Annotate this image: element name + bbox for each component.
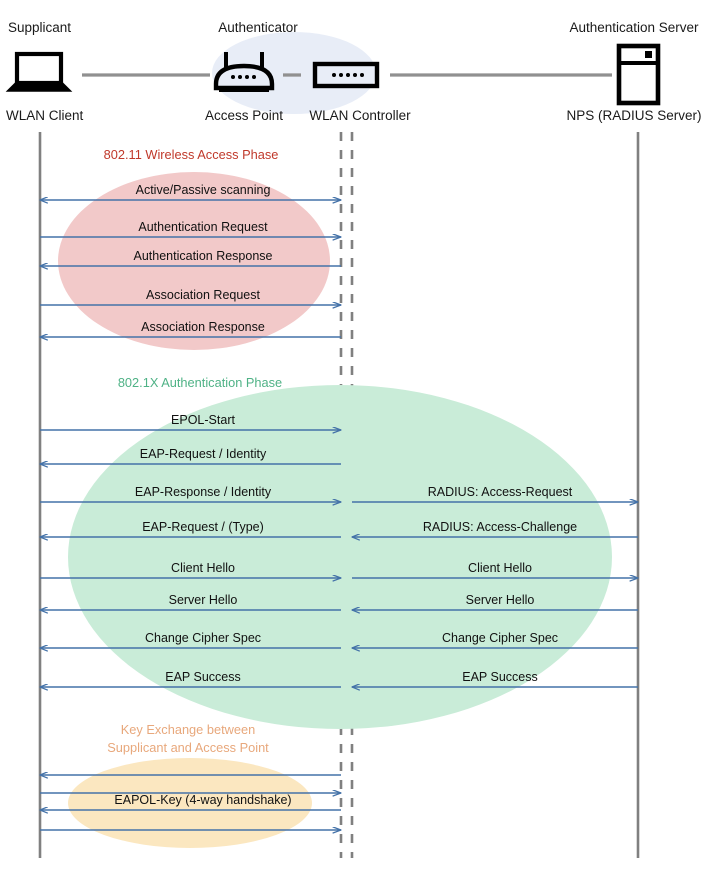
label-change-cipher-spec-right: Change Cipher Spec: [441, 631, 559, 645]
message-arrows-right: [352, 502, 638, 687]
label-authentication-response: Authentication Response: [133, 249, 273, 263]
phase-key-exchange-ellipse: [68, 758, 312, 848]
label-active-passive-scanning: Active/Passive scanning: [135, 183, 271, 197]
label-association-response: Association Response: [141, 320, 265, 334]
wlan-controller-icon: [312, 61, 380, 89]
actor-device-wlan-controller: WLAN Controller: [309, 108, 411, 123]
phase-8021x-ellipse: [68, 385, 612, 729]
label-association-request: Association Request: [146, 288, 260, 302]
actor-device-nps-radius-server: NPS (RADIUS Server): [566, 108, 702, 123]
actor-role-authentication-server: Authentication Server: [569, 20, 699, 35]
access-point-icon: [213, 52, 275, 92]
authenticator-group-ellipse: [212, 32, 376, 114]
phase-label-key-exchange-line2: Supplicant and Access Point: [107, 740, 269, 755]
phase-label-key-exchange-line1: Key Exchange between: [120, 722, 256, 737]
label-server-hello-right: Server Hello: [465, 593, 535, 607]
actor-device-wlan-client: WLAN Client: [6, 108, 84, 123]
actor-role-authenticator: Authenticator: [218, 20, 298, 35]
actor-device-access-point: Access Point: [204, 108, 284, 123]
label-server-hello-left: Server Hello: [168, 593, 238, 607]
label-client-hello-right: Client Hello: [468, 561, 532, 575]
label-eapol-key-handshake: EAPOL-Key (4-way handshake): [114, 793, 292, 807]
message-arrows-left: [40, 200, 341, 830]
label-eap-success-right: EAP Success: [462, 670, 538, 684]
label-radius-access-request: RADIUS: Access-Request: [427, 485, 573, 499]
label-eap-request-identity: EAP-Request / Identity: [139, 447, 267, 461]
label-client-hello-left: Client Hello: [171, 561, 235, 575]
actor-role-supplicant: Supplicant: [8, 20, 72, 35]
laptop-icon: [5, 51, 73, 92]
server-icon: [616, 43, 661, 106]
label-eap-success-left: EAP Success: [165, 670, 241, 684]
label-eapol-start: EPOL-Start: [171, 413, 235, 427]
label-radius-access-challenge: RADIUS: Access-Challenge: [422, 520, 578, 534]
label-eap-response-identity: EAP-Response / Identity: [134, 485, 272, 499]
label-authentication-request: Authentication Request: [138, 220, 268, 234]
label-eap-request-type: EAP-Request / (Type): [142, 520, 264, 534]
label-change-cipher-spec-left: Change Cipher Spec: [144, 631, 262, 645]
phase-label-8021x: 802.1X Authentication Phase: [117, 375, 283, 390]
phase-label-80211: 802.11 Wireless Access Phase: [103, 147, 279, 162]
